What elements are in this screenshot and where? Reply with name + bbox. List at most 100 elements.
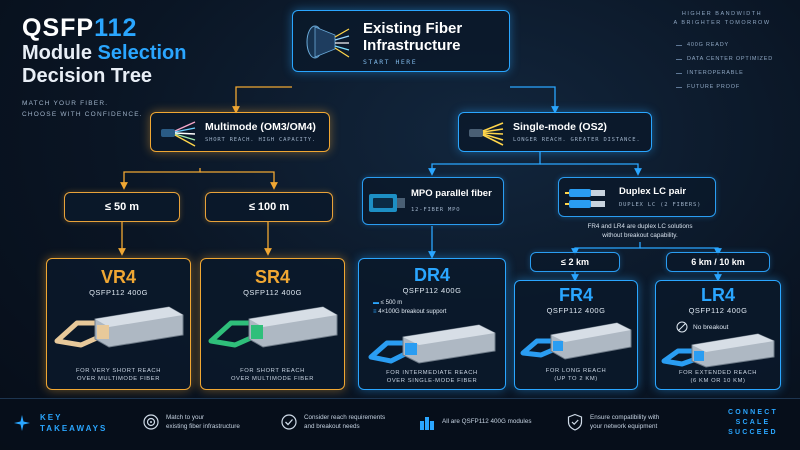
takeaway-4: Ensure compatibility with your network e… [590, 414, 659, 431]
right-panel-item: 400G ready [676, 42, 782, 48]
multimode-subtitle: Short reach. High capacity. [205, 137, 317, 143]
takeaway-2-line-2: and breakout needs [304, 422, 360, 430]
key-takeaways-heading-1: KEY [40, 413, 63, 422]
multimode-fiber-icon [161, 121, 196, 147]
module-lr4-subtitle: QSFP112 400G [688, 306, 748, 315]
lr4-feature-label: No breakout [693, 323, 729, 331]
module-card-vr4[interactable]: VR4 QSFP112 400G For very short reach ov… [46, 258, 191, 390]
lr4-desc-line-2: (6 km or 10 km) [690, 378, 746, 384]
duplex-to-2km-line [571, 242, 641, 256]
shield-check-icon [567, 413, 583, 431]
title-word-qsfp: QSFP [22, 14, 95, 42]
dr4-desc-line-1: For intermediate reach [386, 370, 478, 376]
dr4-feature-reach: ▬ ≤ 500 m [373, 300, 403, 306]
distance-2km[interactable]: ≤ 2 km [530, 252, 620, 272]
mpo-title: MPO parallel fiber [411, 188, 492, 199]
mpo-text: MPO parallel fiber 12-fiber MPO [411, 188, 492, 213]
vr4-transceiver-image [54, 306, 184, 348]
tagline: Match your fiber. Choose with confidence… [22, 98, 192, 120]
root-to-multimode-line [232, 86, 292, 114]
distance-50m[interactable]: ≤ 50 m [64, 192, 180, 222]
lr4-feature-no-breakout: No breakout [676, 321, 728, 333]
right-panel: Higher bandwidth A brighter tomorrow 400… [662, 10, 782, 90]
mpo-subtitle: 12-fiber MPO [411, 207, 461, 213]
module-sr4-subtitle: QSFP112 400G [243, 288, 302, 297]
module-fr4-subtitle: QSFP112 400G [546, 306, 606, 315]
multimode-title: Multimode (OM3/OM4) [205, 121, 316, 133]
root-title-line-2: Infrastructure [363, 37, 461, 54]
mpo-connector-icon [369, 194, 405, 212]
sm-to-duplex-line [540, 163, 642, 176]
mm-to-100m-line [200, 171, 278, 190]
key-takeaways-icon [14, 415, 30, 431]
module-fr4-name: FR4 [558, 285, 593, 305]
tagline-line-1: Match your fiber. [22, 100, 109, 107]
module-vr4-subtitle: QSFP112 400G [89, 288, 148, 297]
slogan-connect: CONNECT [727, 409, 778, 416]
singlemode-subtitle: Longer reach. Greater distance. [513, 137, 641, 143]
module-card-fr4[interactable]: FR4 QSFP112 400G For long reach (up to 2… [514, 280, 638, 390]
duplex-text: Duplex LC pair Duplex LC (2 fibers) [619, 186, 701, 208]
sm-to-mpo-line [428, 152, 541, 176]
slogan-scale: SCALE [735, 419, 771, 426]
distance-10km[interactable]: 6 km / 10 km [666, 252, 770, 272]
fr4-desc-line-2: (up to 2 km) [554, 376, 598, 382]
takeaway-3-line-1: All are QSFP112 400G modules [442, 418, 532, 425]
module-fr4-description: For long reach (up to 2 km) [515, 367, 637, 383]
duplex-note-line-2: without breakout capability. [602, 232, 678, 239]
node-singlemode[interactable]: Single-mode (OS2) Longer reach. Greater … [458, 112, 652, 152]
sr4-transceiver-image [208, 306, 338, 348]
module-lr4-name: LR4 [700, 285, 735, 305]
distance-100m[interactable]: ≤ 100 m [205, 192, 333, 222]
module-card-dr4[interactable]: DR4 QSFP112 400G ▬ ≤ 500 m ≡ 4×100G brea… [358, 258, 506, 390]
module-sr4-name: SR4 [254, 267, 290, 287]
root-node-existing-fiber[interactable]: Existing Fiber Infrastructure START HERE [292, 10, 510, 72]
multimode-text: Multimode (OM3/OM4) Short reach. High ca… [205, 121, 316, 143]
singlemode-fiber-icon [469, 122, 504, 146]
duplex-subtitle: Duplex LC (2 fibers) [619, 202, 702, 208]
distance-100m-label: ≤ 100 m [248, 201, 290, 213]
distance-50m-label: ≤ 50 m [104, 201, 140, 213]
root-node-text: Existing Fiber Infrastructure START HERE [363, 20, 462, 66]
slogan-succeed: SUCCEED [728, 429, 778, 436]
node-mpo-parallel[interactable]: MPO parallel fiber 12-fiber MPO [362, 177, 504, 225]
page-subtitle: Module Selection Decision Tree [22, 42, 232, 88]
no-breakout-icon [676, 321, 688, 333]
subtitle-word-module: Module [22, 42, 98, 64]
module-dr4-description: For intermediate reach over single-mode … [359, 369, 505, 385]
module-card-sr4[interactable]: SR4 QSFP112 400G For short reach over mu… [200, 258, 345, 390]
module-lr4-description: For extended reach (6 km or 10 km) [656, 369, 780, 385]
takeaway-1-line-2: existing fiber infrastructure [166, 422, 240, 430]
target-icon [143, 414, 159, 430]
dr4-feature-breakout: ≡ 4×100G breakout support [373, 309, 447, 315]
lr4-desc-line-1: For extended reach [678, 370, 758, 376]
duplex-to-10km-line [640, 247, 722, 256]
check-circle-icon [281, 414, 297, 430]
lr4-transceiver-image [661, 333, 775, 368]
takeaway-1: Match to your existing fiber infrastruct… [166, 414, 240, 431]
modules-stack-icon [420, 417, 434, 430]
tagline-line-2: Choose with confidence. [22, 111, 143, 118]
node-multimode[interactable]: Multimode (OM3/OM4) Short reach. High ca… [150, 112, 330, 152]
reach-icon: ▬ [373, 300, 379, 306]
right-panel-list: 400G ready Data center optimized Interop… [676, 42, 782, 90]
duplex-note: FR4 and LR4 are duplex LC solutions with… [560, 222, 720, 240]
right-panel-heading-2: A brighter tomorrow [673, 20, 771, 26]
fiber-cable-icon [306, 25, 350, 59]
module-vr4-description: For very short reach over multimode fibe… [47, 367, 190, 383]
breakout-icon: ≡ [373, 309, 377, 315]
duplex-title: Duplex LC pair [619, 186, 687, 197]
right-panel-heading-1: Higher bandwidth [681, 11, 763, 17]
root-subtitle: START HERE [363, 58, 418, 66]
module-sr4-description: For short reach over multimode fiber [201, 367, 344, 383]
right-panel-item: Interoperable [676, 70, 782, 76]
sr4-desc-line-2: over multimode fiber [230, 376, 315, 382]
fr4-desc-line-1: For long reach [545, 368, 607, 374]
dr4-transceiver-image [368, 324, 496, 364]
module-card-lr4[interactable]: LR4 QSFP112 400G No breakout For extende… [655, 280, 781, 390]
takeaway-2-line-1: Consider reach requirements [304, 414, 386, 421]
key-takeaways-footer: KEY TAKEAWAYS Match to your existing fib… [0, 398, 800, 450]
right-panel-item: Data center optimized [676, 56, 782, 62]
node-duplex-lc[interactable]: Duplex LC pair Duplex LC (2 fibers) [558, 177, 716, 217]
